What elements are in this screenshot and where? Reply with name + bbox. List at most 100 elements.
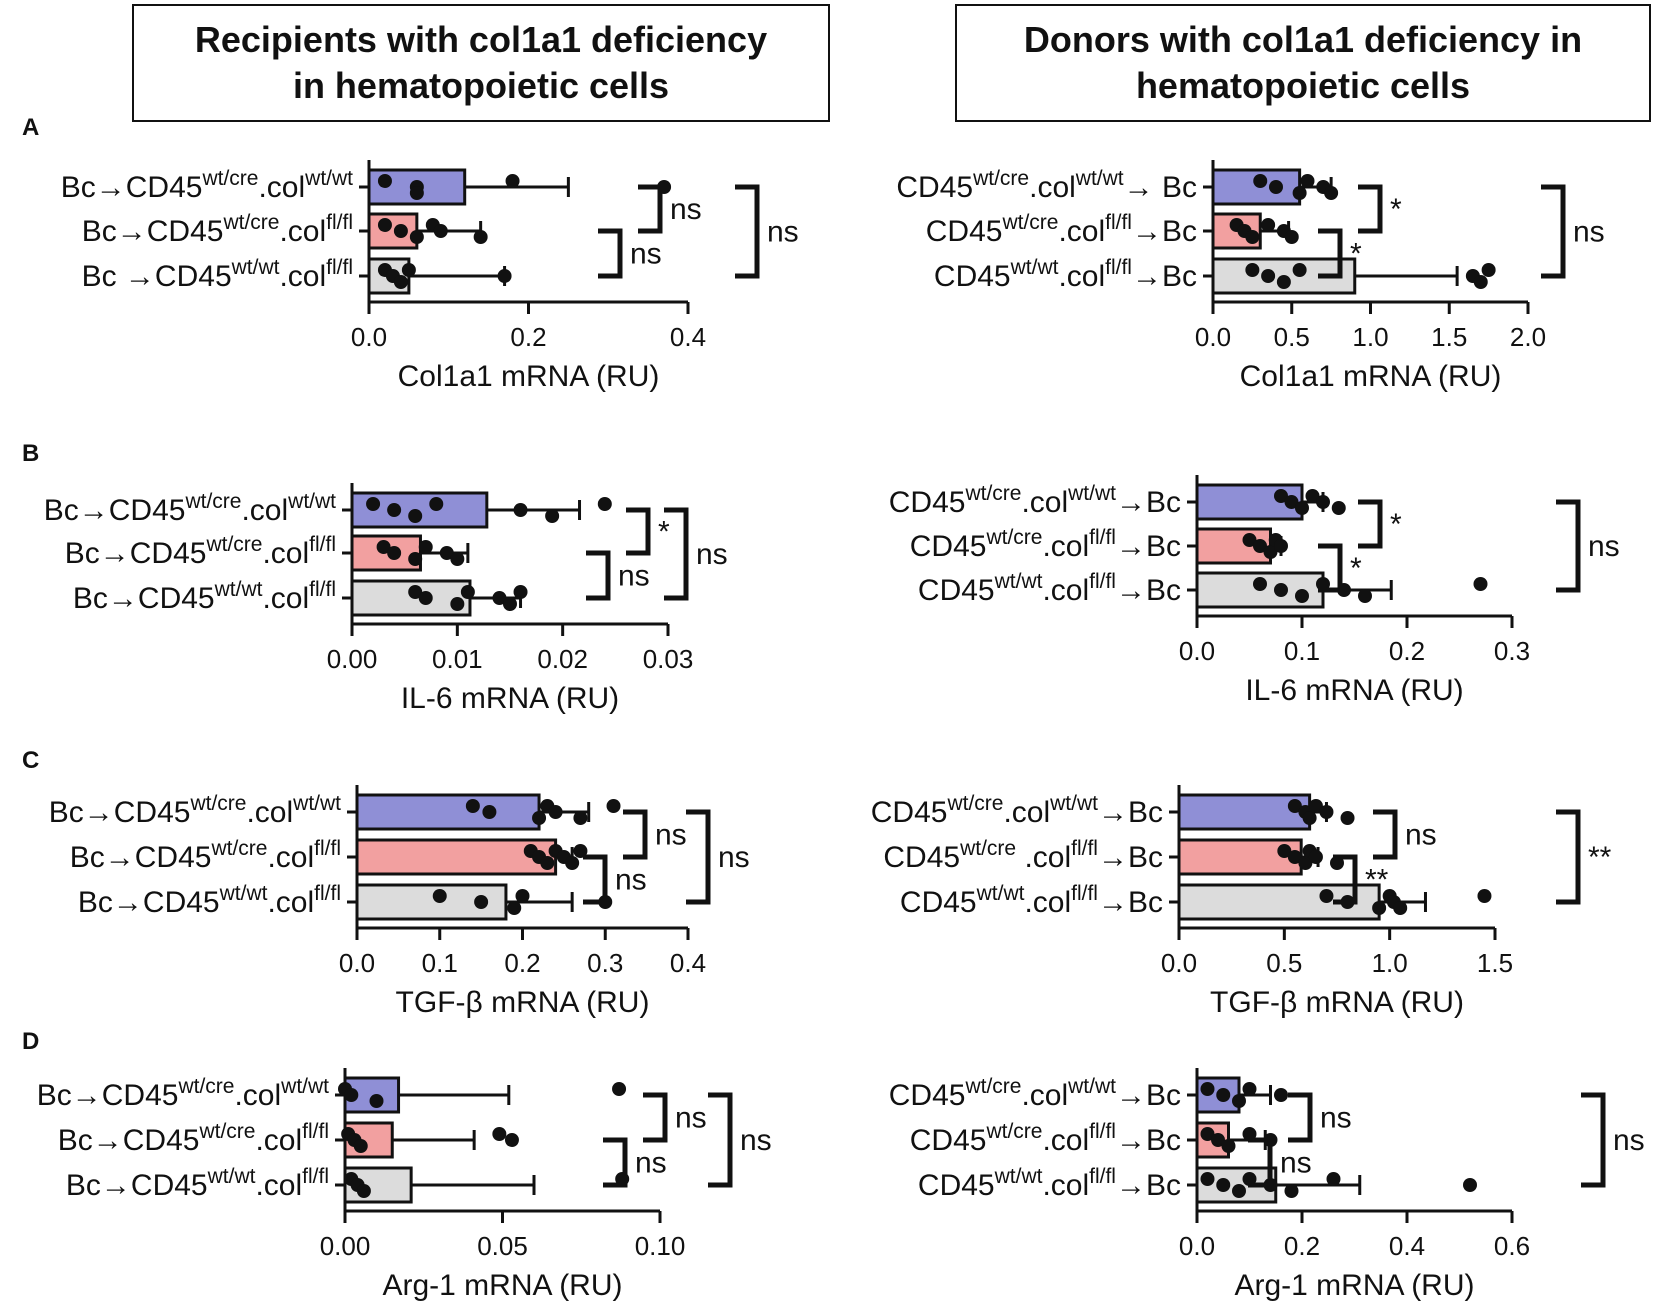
data-point [377,218,392,232]
significance-bracket [1358,499,1383,549]
significance-bracket [1248,1137,1273,1188]
data-point [450,597,465,611]
category-label-part: CD45 [918,574,995,607]
category-label-part: CD45 [871,796,948,829]
panel-label-b: B [22,440,40,467]
x-axis-title: Arg-1 mRNA (RU) [1234,1269,1474,1302]
data-point [1284,495,1299,509]
data-point [473,230,488,244]
data-point [1200,1172,1215,1186]
data-point [1295,501,1309,515]
category-label-part: .col [255,1169,302,1202]
data-point [1284,230,1299,244]
x-axis-title: TGF-β mRNA (RU) [396,986,650,1019]
data-point [1324,186,1339,200]
data-point [1473,577,1488,591]
significance-bracket [686,809,711,905]
data-point [1269,180,1283,194]
data-point [1242,533,1257,547]
data-point [1232,1184,1246,1198]
category-label-part: Bc→CD45 [78,886,220,919]
data-point [1295,589,1309,603]
category-label: Bc→CD45wt/wt.colfl/fl [73,578,336,615]
data-point [1300,174,1315,188]
category-label-part: Bc→CD45 [44,494,186,527]
category-label-superscript: wt/cre [985,526,1042,549]
significance-label: ns [740,1124,772,1157]
category-label-part: .col [1058,215,1105,248]
bar [1177,793,1312,831]
x-tick-label: 0.0 [1179,636,1215,666]
data-point [401,263,416,277]
category-label-superscript: wt/wt [231,256,280,279]
category-label: Bc→CD45wt/cre.colwt/wt [37,1075,329,1112]
category-label-superscript: wt/wt [214,578,263,601]
category-label-superscript: fl/fl [309,533,336,556]
category-label: CD45wt/cre.colwt/wt→ Bc [896,167,1197,204]
category-label-superscript: wt/wt [287,490,336,513]
x-tick-label: 0.0 [339,948,375,978]
header-left: Recipients with col1a1 deficiency in hem… [132,4,830,122]
data-point [1261,218,1276,232]
category-label-superscript: wt/cre [184,490,241,513]
significance-label: ** [1588,841,1612,874]
significance-label: ns [718,841,750,874]
data-point [356,1184,371,1198]
category-label: CD45wt/cre .colfl/fl→Bc [883,837,1163,874]
data-point [1308,799,1323,813]
data-point [418,591,433,605]
category-label-part: Bc→CD45 [82,215,224,248]
category-label: CD45wt/cre.colfl/fl→Bc [910,1120,1181,1157]
significance-label: ** [1365,864,1389,897]
data-point [409,186,424,200]
category-label: CD45wt/cre.colwt/wt→Bc [889,482,1181,519]
data-point [1477,889,1492,903]
category-label: CD45wt/wt.colfl/fl→Bc [934,256,1197,293]
significance-label: ns [1588,530,1620,563]
data-point [1302,811,1317,825]
data-point [1326,1172,1341,1186]
category-label-part: .col [279,260,326,293]
data-point [1242,1082,1257,1096]
significance-label: ns [767,216,799,249]
data-point [1261,269,1276,283]
category-label-part: CD45 [910,530,987,563]
data-point [408,585,423,599]
data-point [433,224,448,238]
category-label: Bc→CD45wt/cre.colfl/fl [58,1120,329,1157]
bar [350,579,472,617]
data-point [1292,263,1307,277]
category-label-superscript: fl/fl [326,256,353,279]
data-point [1274,539,1288,553]
category-label-superscript: fl/fl [1105,256,1132,279]
category-label-superscript: wt/cre [964,482,1021,505]
category-label-part: .col [1042,1124,1089,1157]
x-tick-label: 0.0 [351,322,387,352]
category-label-part: →Bc [1116,530,1181,563]
category-label-superscript: wt/cre [959,837,1016,860]
x-tick-label: 0.2 [1284,1231,1320,1261]
significance-bracket [664,507,689,601]
x-axis-title: IL-6 mRNA (RU) [1245,674,1463,707]
category-label-superscript: wt/wt [994,570,1043,593]
category-label-superscript: wt/cre [222,211,279,234]
category-label-superscript: wt/wt [280,1075,329,1098]
data-point [497,269,512,283]
category-label-part: .col [1016,841,1071,874]
data-point [1216,1178,1231,1192]
category-label-part: .col [246,796,293,829]
data-point [353,1139,368,1153]
x-axis-title: Arg-1 mRNA (RU) [382,1269,622,1302]
category-label-superscript: fl/fl [1089,526,1116,549]
category-label: CD45wt/cre.colfl/fl→Bc [926,211,1197,248]
header-left-line1: Recipients with col1a1 deficiency [194,19,768,60]
data-point [474,895,489,909]
category-label-part: →Bc [1116,1124,1181,1157]
category-label-part: .col [1058,260,1105,293]
category-label-part: .col [1021,486,1068,519]
x-tick-label: 0.3 [1494,636,1530,666]
category-label-superscript: fl/fl [314,882,341,905]
